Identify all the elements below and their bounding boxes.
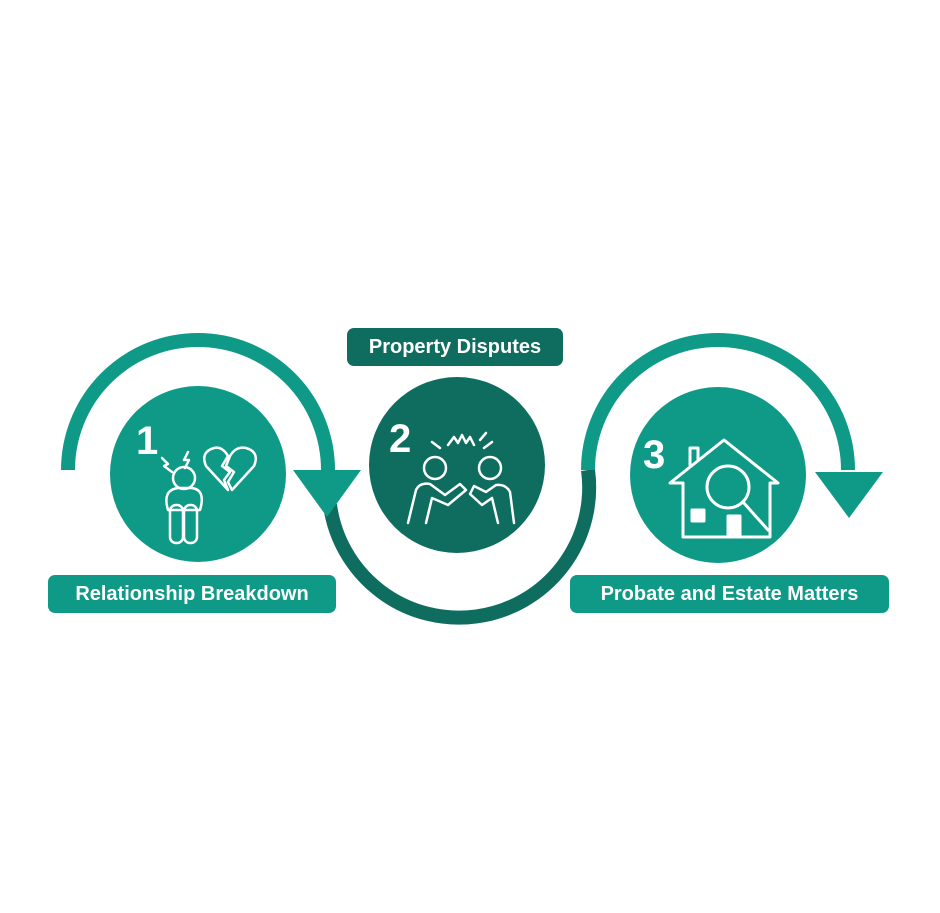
step-3-label: Probate and Estate Matters [570, 575, 889, 613]
step-1-number: 1 [136, 419, 159, 463]
step-3-number: 3 [643, 433, 666, 477]
arrow-head-3 [815, 472, 883, 518]
step-2-number: 2 [389, 417, 412, 461]
flow-arc-1 [61, 333, 335, 471]
two-people-arguing-icon [406, 431, 516, 525]
step-3-circle [630, 387, 806, 563]
step-2-label: Property Disputes [347, 328, 563, 366]
arrow-head-1 [293, 470, 361, 517]
distressed-person-broken-heart-icon [160, 446, 257, 545]
step-1-circle [110, 386, 286, 562]
flow-arc-2 [323, 469, 597, 625]
step-1-label: Relationship Breakdown [48, 575, 336, 613]
step-2-circle [369, 377, 545, 553]
flow-arc-3 [581, 333, 855, 471]
house-magnifying-glass-icon [668, 438, 780, 539]
